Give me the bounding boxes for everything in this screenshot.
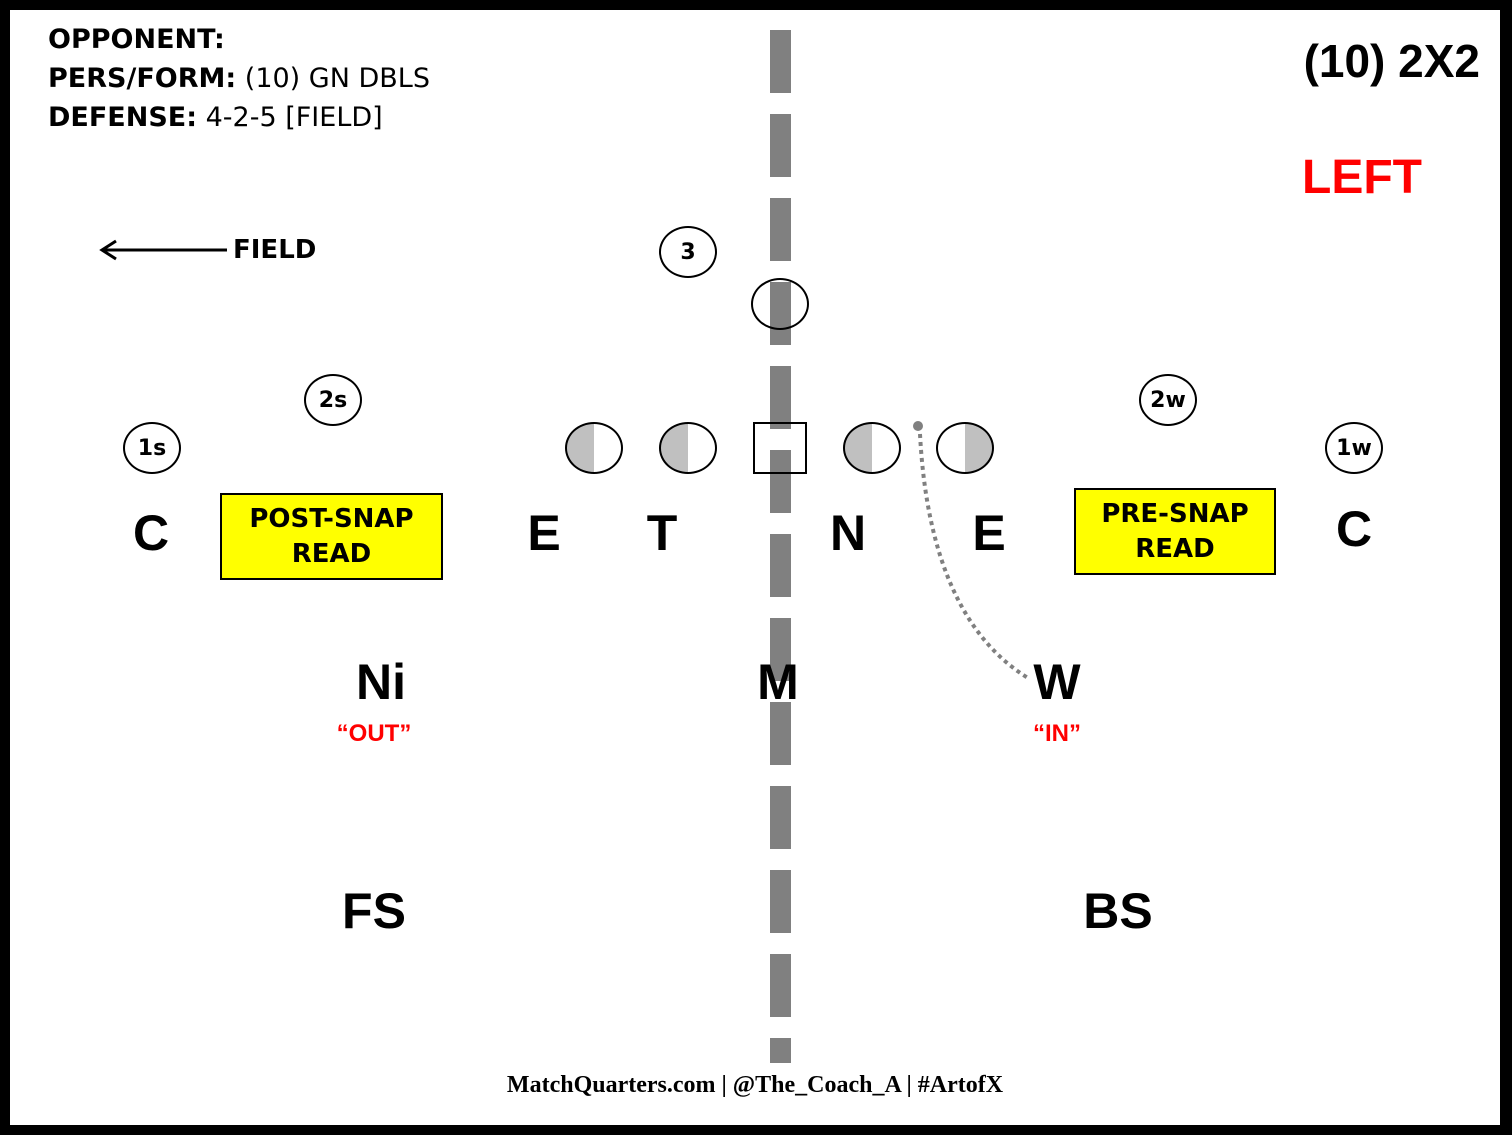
receiver-2w: 2w [1139, 374, 1197, 426]
lineman-center [753, 422, 807, 474]
defender-tackle: T [646, 505, 678, 561]
pre-snap-read-box: PRE-SNAP READ [1074, 488, 1276, 575]
header-info: OPPONENT: PERS/FORM: (10) GN DBLS DEFENS… [48, 20, 430, 137]
defender-nose: N [829, 505, 867, 561]
receiver-2s: 2s [304, 374, 362, 426]
defender-will: W [1033, 654, 1081, 710]
defense-label: DEFENSE: [48, 102, 198, 133]
defender-corner-right: C [1335, 501, 1373, 557]
will-call: “IN” [1033, 720, 1081, 747]
diagram-lines [99, 239, 1030, 680]
receiver-1s: 1s [123, 422, 181, 474]
defender-end-right: E [972, 505, 1006, 561]
defense-value: 4-2-5 [FIELD] [205, 102, 383, 133]
pre-snap-line1: PRE-SNAP [1101, 498, 1249, 529]
post-snap-read-box: POST-SNAP READ [220, 493, 443, 580]
receiver-3: 3 [659, 226, 717, 278]
nickel-call: “OUT” [336, 720, 412, 747]
pre-snap-line2: READ [1135, 533, 1215, 564]
quarterback [751, 278, 809, 330]
pers-form-value: (10) GN DBLS [244, 63, 430, 94]
field-label: FIELD [233, 235, 317, 265]
defender-nickel: Ni [356, 654, 406, 710]
lineman-right-tackle [936, 422, 994, 474]
route-start-dot [913, 421, 923, 431]
receiver-1w: 1w [1325, 422, 1383, 474]
defender-mike: M [757, 654, 799, 710]
left-arrow-icon [99, 239, 227, 261]
opponent-row: OPPONENT: [48, 20, 430, 59]
post-snap-line2: READ [291, 538, 372, 569]
lineman-left-guard [659, 422, 717, 474]
defender-boundary-safety: BS [1083, 883, 1153, 939]
defender-free-safety: FS [342, 883, 406, 939]
lineman-left-tackle [565, 422, 623, 474]
defense-row: DEFENSE: 4-2-5 [FIELD] [48, 98, 430, 137]
route-path [913, 421, 1030, 680]
defender-end-left: E [527, 505, 561, 561]
defender-corner-left: C [132, 505, 170, 561]
opponent-label: OPPONENT: [48, 24, 225, 55]
lineman-right-guard [843, 422, 901, 474]
post-snap-line1: POST-SNAP [249, 503, 414, 534]
side-call: LEFT [1302, 151, 1422, 204]
play-diagram: OPPONENT: PERS/FORM: (10) GN DBLS DEFENS… [10, 10, 1500, 1125]
formation-title: (10) 2X2 [1303, 35, 1480, 87]
pers-form-row: PERS/FORM: (10) GN DBLS [48, 59, 430, 98]
pers-form-label: PERS/FORM: [48, 63, 237, 94]
footer-credits: MatchQuarters.com | @The_Coach_A | #Arto… [506, 1072, 1004, 1098]
